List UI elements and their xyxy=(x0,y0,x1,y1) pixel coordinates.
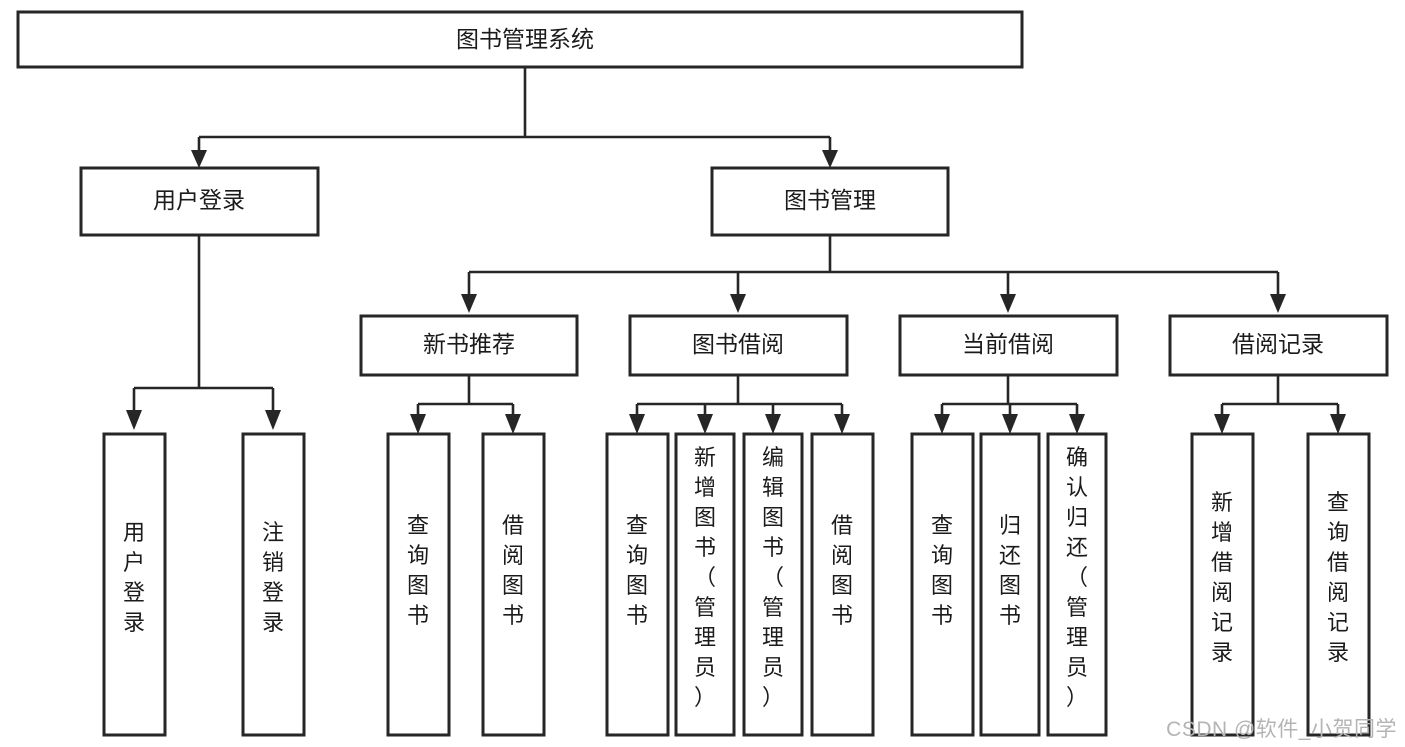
leaf-edit-book-label: 编辑图书（管理员） xyxy=(762,445,784,710)
borrow-record-box[interactable] xyxy=(1168,314,1389,377)
arrowhead-leaf-borrow-book-2 xyxy=(834,414,850,434)
leaf-return-book-box[interactable] xyxy=(979,432,1041,737)
arrowhead-borrow-record xyxy=(1270,294,1286,313)
node-root[interactable]: 图书管理系统 xyxy=(16,10,1024,69)
arrowhead-leaf-add-record xyxy=(1214,414,1230,434)
book-management-box[interactable] xyxy=(710,166,950,237)
leaf-borrow-book-2-label: 借阅图书 xyxy=(831,513,853,628)
leaf-return-book-label: 归还图书 xyxy=(999,513,1021,628)
node-current-borrow[interactable]: 当前借阅 xyxy=(898,314,1119,377)
node-book-borrow[interactable]: 图书借阅 xyxy=(628,314,849,377)
leaf-confirm-return-label: 确认归还（管理员） xyxy=(1066,445,1088,710)
connector-layer xyxy=(126,67,1346,434)
node-leaf-return-book[interactable]: 归还图书 xyxy=(979,432,1041,737)
node-leaf-query-book-3[interactable]: 查询图书 xyxy=(910,432,975,737)
leaf-query-book-1-box[interactable] xyxy=(386,432,451,737)
arrowhead-leaf-query-book-1 xyxy=(410,414,426,434)
leaf-query-record-box[interactable] xyxy=(1306,432,1371,737)
arrowhead-leaf-query-book-2 xyxy=(629,414,645,434)
node-book-management[interactable]: 图书管理 xyxy=(710,166,950,237)
borrow-record-label: 借阅记录 xyxy=(1232,331,1324,357)
node-leaf-borrow-book-2[interactable]: 借阅图书 xyxy=(810,432,875,737)
arrowhead-leaf-logout xyxy=(265,410,281,430)
root-box[interactable] xyxy=(16,10,1024,69)
leaf-add-book-box[interactable] xyxy=(674,432,736,737)
leaf-add-record-label: 新增借阅记录 xyxy=(1211,490,1233,665)
leaf-user-login-box[interactable] xyxy=(102,432,167,737)
leaf-user-login-label: 用户登录 xyxy=(123,520,145,635)
arrowhead-leaf-query-book-3 xyxy=(934,414,950,434)
arrowhead-leaf-return-book xyxy=(1002,414,1018,434)
arrowhead-book-borrow xyxy=(730,294,746,313)
new-book-recommend-box[interactable] xyxy=(359,314,579,377)
arrowhead-user-login xyxy=(191,150,207,168)
leaf-borrow-book-2-box[interactable] xyxy=(810,432,875,737)
leaf-query-book-3-box[interactable] xyxy=(910,432,975,737)
arrowhead-leaf-borrow-book-1 xyxy=(505,414,521,434)
current-borrow-box[interactable] xyxy=(898,314,1119,377)
leaf-query-book-1-label: 查询图书 xyxy=(407,513,429,628)
user-login-label: 用户登录 xyxy=(153,187,245,213)
user-login-box[interactable] xyxy=(79,166,320,237)
node-user-login[interactable]: 用户登录 xyxy=(79,166,320,237)
node-leaf-confirm-return[interactable]: 确认归还（管理员） xyxy=(1046,432,1108,737)
arrowhead-book-management xyxy=(822,150,838,168)
arrowhead-leaf-query-record xyxy=(1330,414,1346,434)
leaf-add-book-label: 新增图书（管理员） xyxy=(694,445,716,710)
node-leaf-user-login[interactable]: 用户登录 xyxy=(102,432,167,737)
leaf-borrow-book-1-label: 借阅图书 xyxy=(502,513,524,628)
leaf-confirm-return-box[interactable] xyxy=(1046,432,1108,737)
arrowhead-leaf-edit-book xyxy=(765,414,781,434)
arrowhead-current-borrow xyxy=(1000,294,1016,313)
book-management-label: 图书管理 xyxy=(784,187,876,213)
node-leaf-add-book[interactable]: 新增图书（管理员） xyxy=(674,432,736,737)
node-leaf-query-book-2[interactable]: 查询图书 xyxy=(605,432,670,737)
leaf-query-book-2-box[interactable] xyxy=(605,432,670,737)
book-borrow-label: 图书借阅 xyxy=(692,331,784,357)
leaf-query-book-3-label: 查询图书 xyxy=(931,513,953,628)
book-borrow-box[interactable] xyxy=(628,314,849,377)
node-leaf-query-book-1[interactable]: 查询图书 xyxy=(386,432,451,737)
node-new-book-recommend[interactable]: 新书推荐 xyxy=(359,314,579,377)
node-leaf-borrow-book-1[interactable]: 借阅图书 xyxy=(481,432,546,737)
leaf-borrow-book-1-box[interactable] xyxy=(481,432,546,737)
leaf-logout-box[interactable] xyxy=(241,432,306,737)
leaf-add-record-box[interactable] xyxy=(1190,432,1255,737)
arrowhead-leaf-confirm-return xyxy=(1069,414,1085,434)
node-leaf-add-record[interactable]: 新增借阅记录 xyxy=(1190,432,1255,737)
node-borrow-record[interactable]: 借阅记录 xyxy=(1168,314,1389,377)
root-label: 图书管理系统 xyxy=(456,26,594,52)
leaf-edit-book-box[interactable] xyxy=(742,432,804,737)
new-book-recommend-label: 新书推荐 xyxy=(423,331,515,357)
current-borrow-label: 当前借阅 xyxy=(962,331,1054,357)
leaf-query-book-2-label: 查询图书 xyxy=(626,513,648,628)
arrowhead-leaf-user-login xyxy=(126,410,142,430)
node-leaf-query-record[interactable]: 查询借阅记录 xyxy=(1306,432,1371,737)
leaf-query-record-label: 查询借阅记录 xyxy=(1327,490,1349,665)
leaf-logout-label: 注销登录 xyxy=(262,520,284,635)
arrowhead-new-book-recommend xyxy=(461,294,477,313)
node-leaf-edit-book[interactable]: 编辑图书（管理员） xyxy=(742,432,804,737)
node-leaf-logout[interactable]: 注销登录 xyxy=(241,432,306,737)
arrowhead-leaf-add-book xyxy=(697,414,713,434)
